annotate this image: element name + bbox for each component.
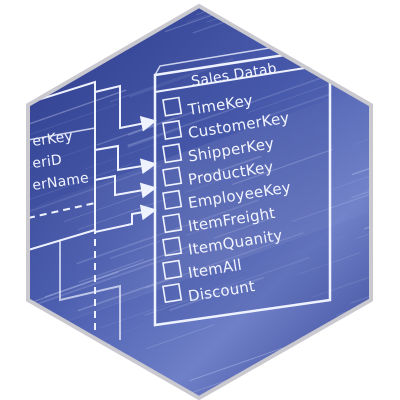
left-field-label: erName xyxy=(31,170,90,194)
left-field-label: eriD xyxy=(31,152,63,172)
left-field-label: erKey xyxy=(31,128,74,150)
field-checkbox xyxy=(162,282,183,304)
field-checkbox xyxy=(162,119,183,141)
relationship-arrow xyxy=(94,144,157,175)
hexagon-border xyxy=(26,3,373,400)
field-checkbox xyxy=(162,96,183,117)
table-header-divider xyxy=(154,63,331,93)
relationship-arrow xyxy=(94,84,157,132)
